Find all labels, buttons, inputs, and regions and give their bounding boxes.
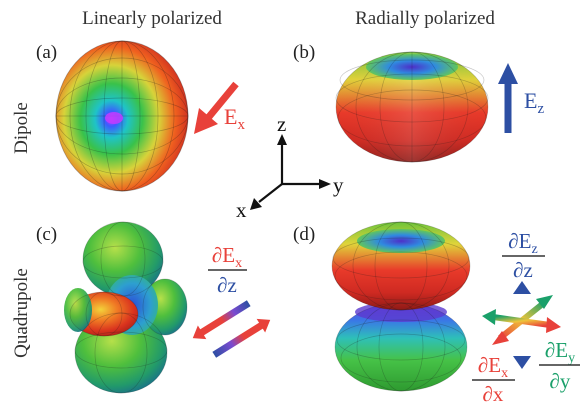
- svg-text:∂z: ∂z: [513, 258, 533, 282]
- ex-field-arrow: [194, 81, 239, 134]
- svg-text:∂x: ∂x: [483, 382, 504, 405]
- row-title-quadrupole: Quadrupole: [11, 268, 32, 358]
- ez-field-arrow: [498, 63, 518, 133]
- quadrupole-radial-derivative-y: ∂Ey ∂y: [539, 338, 580, 393]
- panel-label-b: (b): [293, 42, 315, 63]
- svg-text:∂Ex: ∂Ex: [478, 353, 508, 381]
- svg-text:∂Ez: ∂Ez: [508, 229, 537, 257]
- svg-text:∂z: ∂z: [217, 273, 237, 297]
- coordinate-axes: [250, 134, 331, 210]
- panel-label-d: (d): [293, 224, 315, 245]
- axis-z-label: z: [277, 112, 286, 136]
- dipole-linear-pattern: [55, 40, 189, 192]
- panel-label-c: (c): [36, 224, 57, 245]
- row-title-dipole: Dipole: [11, 102, 32, 154]
- quadrupole-linear-arrows: [192, 300, 271, 358]
- column-title-radial: Radially polarized: [355, 8, 495, 29]
- quadrupole-linear-derivative: ∂Ex ∂z: [208, 243, 247, 297]
- quadrupole-radial-arrows: [482, 281, 561, 369]
- quadrupole-radial-derivative-z: ∂Ez ∂z: [502, 229, 545, 282]
- dipole-radial-pattern: [335, 51, 489, 163]
- column-title-linear: Linearly polarized: [82, 8, 222, 29]
- svg-text:∂y: ∂y: [550, 369, 571, 393]
- quadrupole-radial-pattern: [331, 221, 471, 392]
- svg-text:∂Ex: ∂Ex: [212, 243, 242, 271]
- svg-text:∂Ey: ∂Ey: [545, 338, 575, 366]
- quadrupole-linear-pattern: [64, 221, 188, 394]
- ez-label: Ez: [524, 88, 544, 117]
- axis-x-label: x: [236, 198, 247, 222]
- ex-label: Ex: [224, 104, 245, 133]
- panel-label-a: (a): [36, 42, 57, 63]
- quadrupole-radial-derivative-x: ∂Ex ∂x: [472, 353, 515, 405]
- axis-y-label: y: [333, 173, 344, 197]
